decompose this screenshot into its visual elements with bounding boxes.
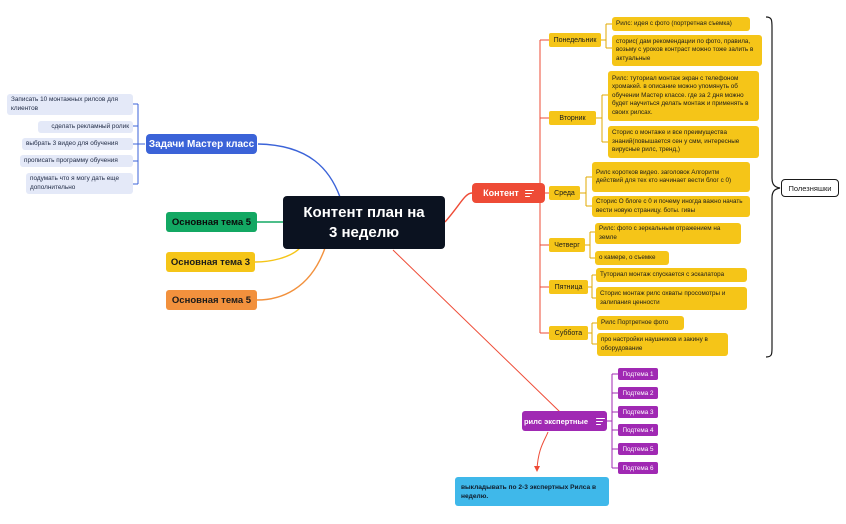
central-topic[interactable]: Контент план на 3 неделю <box>283 196 445 249</box>
subtopic-label: Подтема 1 <box>622 370 654 378</box>
theme-topic[interactable]: Основная тема 3 <box>166 252 255 272</box>
subtopic-label: Подтема 3 <box>622 408 654 416</box>
task-text: Записать 10 монтажных рилсов для клиенто… <box>11 96 118 112</box>
plan-item[interactable]: Рилс: фото с зеркальным отражением на зе… <box>595 223 741 244</box>
expert-note[interactable]: выкладывать по 2-3 экспертных Рилса в не… <box>455 477 609 506</box>
connector-root-theme2 <box>254 247 301 263</box>
day-label: Вторник <box>559 114 586 122</box>
day-label: Понедельник <box>553 36 597 44</box>
plan-item[interactable]: Рилс: туториал монтаж экран с телефоном … <box>608 71 759 121</box>
day-topic-tuesday[interactable]: Вторник <box>549 111 596 125</box>
theme-label: Основная тема 3 <box>170 256 251 268</box>
expert-title: рилс экспертные <box>523 416 589 426</box>
summary-topic[interactable]: Полезняшки <box>781 179 839 197</box>
connector-root-masterclass <box>257 143 341 198</box>
connector-root-expert <box>392 249 561 413</box>
task-item[interactable]: выбрать 3 видео для обучения <box>22 138 133 150</box>
day-label: Среда <box>554 189 575 197</box>
day-topic-saturday[interactable]: Суббота <box>549 326 588 340</box>
expert-topic[interactable]: рилс экспертные <box>522 411 607 431</box>
day-label: Четверг <box>554 241 580 249</box>
subtopic-label: Подтема 2 <box>622 389 654 397</box>
plan-item[interactable]: Рилс: идея с фото (портретная съемка) <box>612 17 750 31</box>
masterclass-title: Задачи Мастер класс <box>148 138 255 150</box>
plan-item[interactable]: про настройки наушников и закину в обору… <box>597 333 728 356</box>
theme-topic[interactable]: Основная тема 5 <box>166 290 257 310</box>
summary-brace <box>765 16 781 358</box>
day-topic-thursday[interactable]: Четверг <box>549 238 585 252</box>
subtopic-item[interactable]: Подтема 3 <box>618 406 658 418</box>
plan-item-text: про настройки наушников и закину в обору… <box>601 336 708 352</box>
task-item[interactable]: прописать программу обучения <box>20 155 133 167</box>
plan-item-text: Рилс: туториал монтаж экран с телефоном … <box>612 74 749 116</box>
subtopic-item[interactable]: Подтема 1 <box>618 368 658 380</box>
task-text: выбрать 3 видео для обучения <box>26 139 118 147</box>
subtopic-label: Подтема 4 <box>622 426 654 434</box>
plan-item-text: Рилс: фото с зеркальным отражением на зе… <box>599 225 721 241</box>
plan-item-text: Сторис О блоге с 0 и почему иногда важно… <box>596 198 743 214</box>
subtopic-label: Подтема 5 <box>622 445 654 453</box>
connector-expert-note <box>536 431 549 471</box>
plan-item[interactable]: Туториал монтаж спускается с эскалатора <box>596 268 747 282</box>
theme-label: Основная тема 5 <box>171 216 252 228</box>
theme-label: Основная тема 5 <box>171 294 252 306</box>
notes-icon <box>596 417 606 425</box>
content-title: Контент <box>483 188 519 198</box>
day-topic-friday[interactable]: Пятница <box>549 280 588 294</box>
plan-item[interactable]: Рилс коротков видео. заголовок Алгоритм … <box>592 162 750 192</box>
plan-item-text: Рилс: идея с фото (портретная съемка) <box>616 19 732 27</box>
notes-icon <box>524 189 534 197</box>
task-item[interactable]: сделать рекламный ролик <box>38 121 133 133</box>
subtopic-item[interactable]: Подтема 5 <box>618 443 658 455</box>
day-label: Пятница <box>554 283 583 291</box>
subtopic-item[interactable]: Подтема 6 <box>618 462 658 474</box>
plan-item-text: Рилс коротков видео. заголовок Алгоритм … <box>596 168 732 184</box>
plan-item[interactable]: Сторис о монтаже и все преимущества знан… <box>608 126 759 158</box>
plan-item[interactable]: сторис( дам рекомендации по фото, правил… <box>612 35 762 66</box>
day-topic-wednesday[interactable]: Среда <box>549 186 580 200</box>
task-text: прописать программу обучения <box>24 156 118 164</box>
subtopic-item[interactable]: Подтема 2 <box>618 387 658 399</box>
connector-root-theme3 <box>256 247 326 301</box>
content-topic[interactable]: Контент <box>472 183 545 203</box>
subtopic-item[interactable]: Подтема 4 <box>618 424 658 436</box>
plan-item[interactable]: о камере, о съемке <box>595 251 669 265</box>
connector-masterclass-tasks <box>133 103 145 185</box>
plan-item-text: о камере, о съемке <box>599 253 656 261</box>
plan-item-text: Туториал монтаж спускается с эскалатора <box>600 270 725 278</box>
summary-label: Полезняшки <box>788 183 832 193</box>
task-text: сделать рекламный ролик <box>51 122 129 130</box>
plan-item[interactable]: Рилс Портретное фото <box>597 316 684 330</box>
plan-item-text: сторис( дам рекомендации по фото, правил… <box>616 37 754 62</box>
expert-note-text: выкладывать по 2-3 экспертных Рилса в не… <box>461 483 596 500</box>
masterclass-topic[interactable]: Задачи Мастер класс <box>146 134 257 154</box>
plan-item[interactable]: Сторис О блоге с 0 и почему иногда важно… <box>592 196 750 217</box>
plan-item[interactable]: Сторис монтаж рилс охваты просомотры и з… <box>596 287 747 310</box>
central-topic-text: Контент план на 3 неделю <box>303 203 425 241</box>
theme-topic[interactable]: Основная тема 5 <box>166 212 257 232</box>
plan-item-text: Рилс Портретное фото <box>601 318 669 326</box>
connector-root-content <box>444 192 473 223</box>
plan-item-text: Сторис о монтаже и все преимущества знан… <box>612 129 740 154</box>
task-item[interactable]: подумать что я могу дать еще дополнитель… <box>26 173 133 194</box>
subtopic-label: Подтема 6 <box>622 464 654 472</box>
day-label: Суббота <box>554 329 583 337</box>
day-topic-monday[interactable]: Понедельник <box>549 33 601 47</box>
task-text: подумать что я могу дать еще дополнитель… <box>30 175 120 191</box>
plan-item-text: Сторис монтаж рилс охваты просомотры и з… <box>600 290 726 306</box>
task-item[interactable]: Записать 10 монтажных рилсов для клиенто… <box>7 94 133 115</box>
